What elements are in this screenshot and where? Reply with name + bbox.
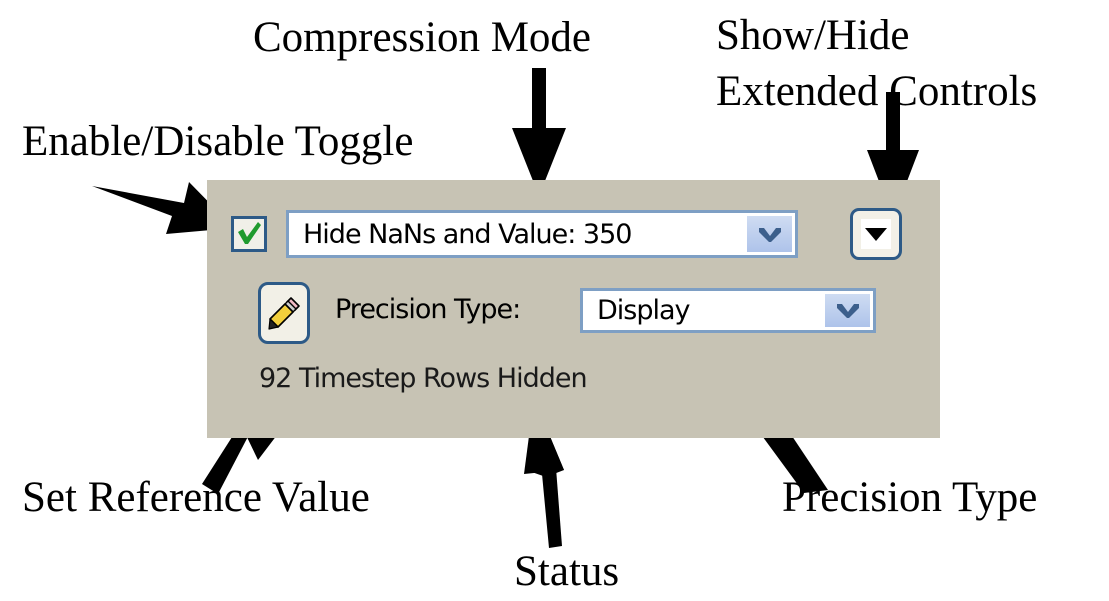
chevron-down-icon	[758, 227, 781, 242]
compression-mode-value: Hide NaNs and Value: 350	[303, 218, 632, 250]
checkmark-icon	[238, 222, 261, 244]
precision-type-dropdown-button[interactable]	[825, 294, 870, 327]
show-hide-extended-controls-button[interactable]	[850, 208, 902, 260]
annotation-enable-disable-toggle: Enable/Disable Toggle	[22, 118, 414, 165]
precision-type-value: Display	[597, 295, 691, 326]
precision-type-combobox[interactable]: Display	[580, 288, 876, 333]
status-text: 92 Timestep Rows Hidden	[259, 363, 588, 394]
enable-disable-checkbox[interactable]	[231, 216, 267, 252]
annotation-show-hide-line2: Extended Controls	[716, 68, 1038, 115]
compression-mode-combobox[interactable]: Hide NaNs and Value: 350	[286, 210, 798, 258]
pencil-icon	[268, 297, 300, 330]
annotation-set-reference-value: Set Reference Value	[22, 474, 370, 521]
compression-toolbar-panel: Hide NaNs and Value: 350	[207, 180, 940, 438]
arrow-to-enable-toggle	[92, 160, 237, 248]
expand-button-face	[861, 219, 891, 249]
annotation-status: Status	[514, 548, 620, 595]
arrow-to-compression-mode	[494, 68, 584, 198]
annotation-compression-mode: Compression Mode	[253, 14, 592, 61]
set-reference-value-button[interactable]	[258, 282, 310, 344]
precision-type-label: Precision Type:	[335, 294, 521, 325]
chevron-down-icon	[836, 304, 859, 318]
triangle-down-icon	[865, 228, 887, 241]
compression-mode-dropdown-button[interactable]	[747, 216, 792, 252]
arrow-to-expand-button	[856, 92, 936, 222]
annotation-show-hide-line1: Show/Hide	[716, 12, 910, 59]
